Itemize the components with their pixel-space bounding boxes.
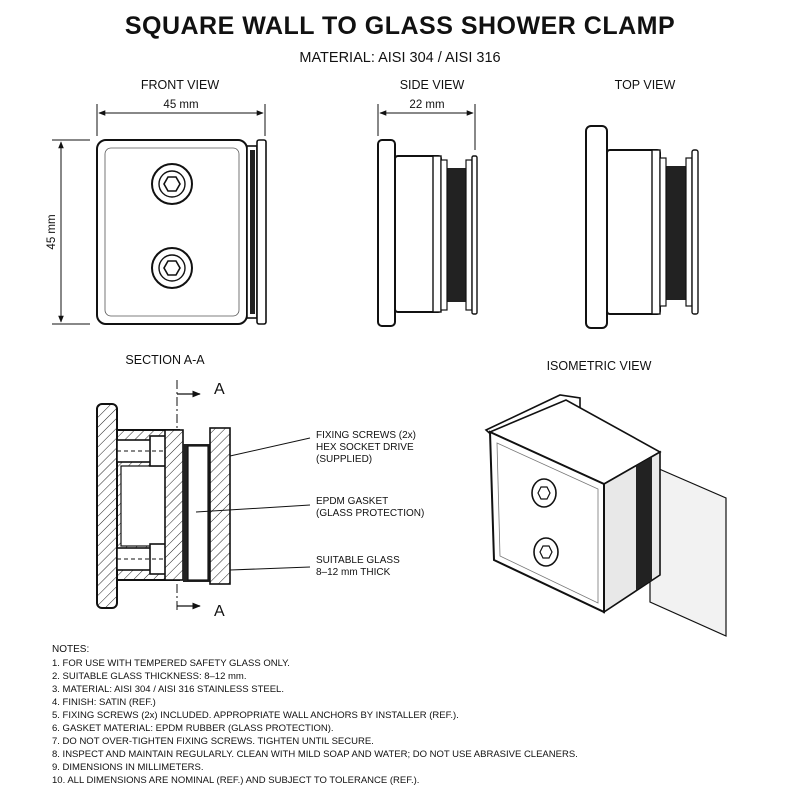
- screw-icon: [151, 163, 193, 205]
- note-item: 5. FIXING SCREWS (2x) INCLUDED. APPROPRI…: [52, 710, 459, 721]
- drawing-title: SQUARE WALL TO GLASS SHOWER CLAMP: [125, 12, 675, 40]
- screw-icon: [151, 247, 193, 289]
- note-item: 9. DIMENSIONS IN MILLIMETERS.: [52, 762, 204, 773]
- section-screw: [116, 543, 180, 575]
- front-view: FRONT VIEW 45 mm 45 mm: [46, 78, 267, 325]
- section-wall-plate: [96, 403, 118, 609]
- top-wall-plate: [585, 125, 608, 329]
- iso-front-face: [488, 430, 605, 614]
- top-view: TOP VIEW: [585, 78, 699, 329]
- top-gasket: [664, 166, 688, 300]
- note-item: 7. DO NOT OVER-TIGHTEN FIXING SCREWS. TI…: [52, 736, 374, 747]
- note-item: 8. INSPECT AND MAINTAIN REGULARLY. CLEAN…: [52, 749, 578, 760]
- section-marker-bottom: A: [214, 603, 225, 620]
- callout-suitable-glass: SUITABLE GLASS 8–12 mm THICK: [316, 555, 403, 578]
- section-view: SECTION A-A A A FIX: [96, 353, 424, 620]
- side-wall-plate: [377, 139, 396, 327]
- front-height-dimension: 45 mm: [46, 214, 58, 249]
- note-item: 1. FOR USE WITH TEMPERED SAFETY GLASS ON…: [52, 658, 290, 669]
- note-item: 2. SUITABLE GLASS THICKNESS: 8–12 mm.: [52, 671, 246, 682]
- isometric-view-label: ISOMETRIC VIEW: [547, 359, 652, 373]
- note-item: 6. GASKET MATERIAL: EPDM RUBBER (GLASS P…: [52, 723, 334, 734]
- screw-icon: [533, 537, 559, 567]
- notes-title: NOTES:: [52, 644, 89, 655]
- note-item: 3. MATERIAL: AISI 304 / AISI 316 STAINLE…: [52, 684, 284, 695]
- note-item: 4. FINISH: SATIN (REF.): [52, 697, 156, 708]
- side-view-label: SIDE VIEW: [400, 78, 465, 92]
- screw-icon: [531, 478, 557, 508]
- drawing-subtitle: MATERIAL: AISI 304 / AISI 316: [299, 50, 500, 66]
- callout-epdm-gasket: EPDM GASKET (GLASS PROTECTION): [316, 496, 424, 519]
- side-width-dimension: 22 mm: [409, 99, 444, 111]
- front-view-label: FRONT VIEW: [141, 78, 219, 92]
- callout-fixing-screws: FIXING SCREWS (2x) HEX SOCKET DRIVE (SUP…: [316, 430, 419, 465]
- notes-block: NOTES: 1. FOR USE WITH TEMPERED SAFETY G…: [52, 644, 578, 786]
- glass-pane: [649, 464, 727, 637]
- note-item: 10. ALL DIMENSIONS ARE NOMINAL (REF.) AN…: [52, 775, 419, 786]
- side-gasket: [444, 168, 468, 302]
- front-width-dimension: 45 mm: [163, 99, 198, 111]
- section-marker-top: A: [214, 381, 225, 398]
- side-view: SIDE VIEW 22 mm: [377, 78, 478, 327]
- isometric-view: ISOMETRIC VIEW: [484, 359, 727, 637]
- section-view-label: SECTION A-A: [125, 353, 205, 367]
- top-view-label: TOP VIEW: [615, 78, 676, 92]
